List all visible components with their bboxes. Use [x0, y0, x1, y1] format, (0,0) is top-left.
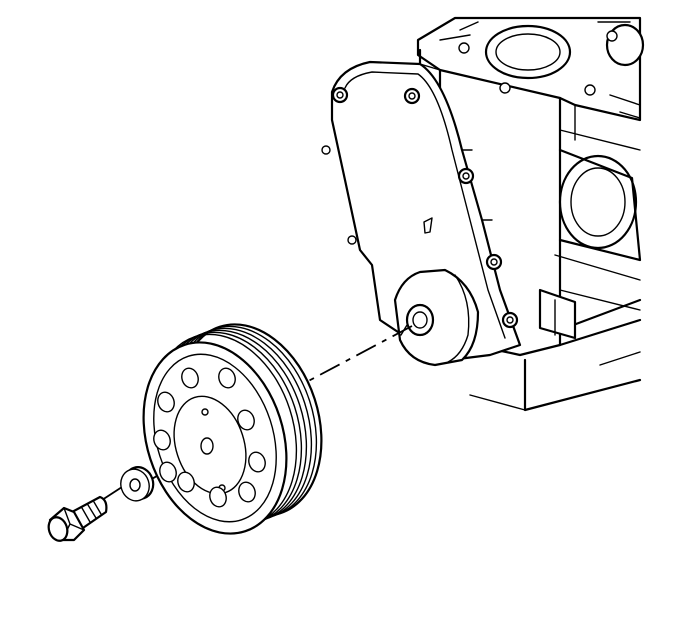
front-cover: [321, 60, 522, 367]
side-boss: [558, 154, 638, 250]
timing-pointer: [423, 217, 433, 234]
cover-bolt: [331, 86, 349, 104]
washer: [120, 466, 155, 502]
cover-bolt: [485, 253, 503, 271]
pulley-bore: [200, 437, 214, 455]
pulley-lightening-holes: [153, 367, 266, 508]
cover-bolt: [457, 167, 475, 185]
front-seal-housing: [393, 268, 480, 367]
assembly-centerline: [281, 325, 413, 396]
bolt: [47, 495, 108, 542]
cover-bolt: [501, 311, 519, 329]
assembly-centerline: [101, 486, 123, 501]
cover-bolt: [403, 87, 421, 105]
engine-block: [416, 16, 645, 412]
balancer-pulley: [142, 323, 323, 535]
crankshaft-nose: [400, 303, 435, 337]
